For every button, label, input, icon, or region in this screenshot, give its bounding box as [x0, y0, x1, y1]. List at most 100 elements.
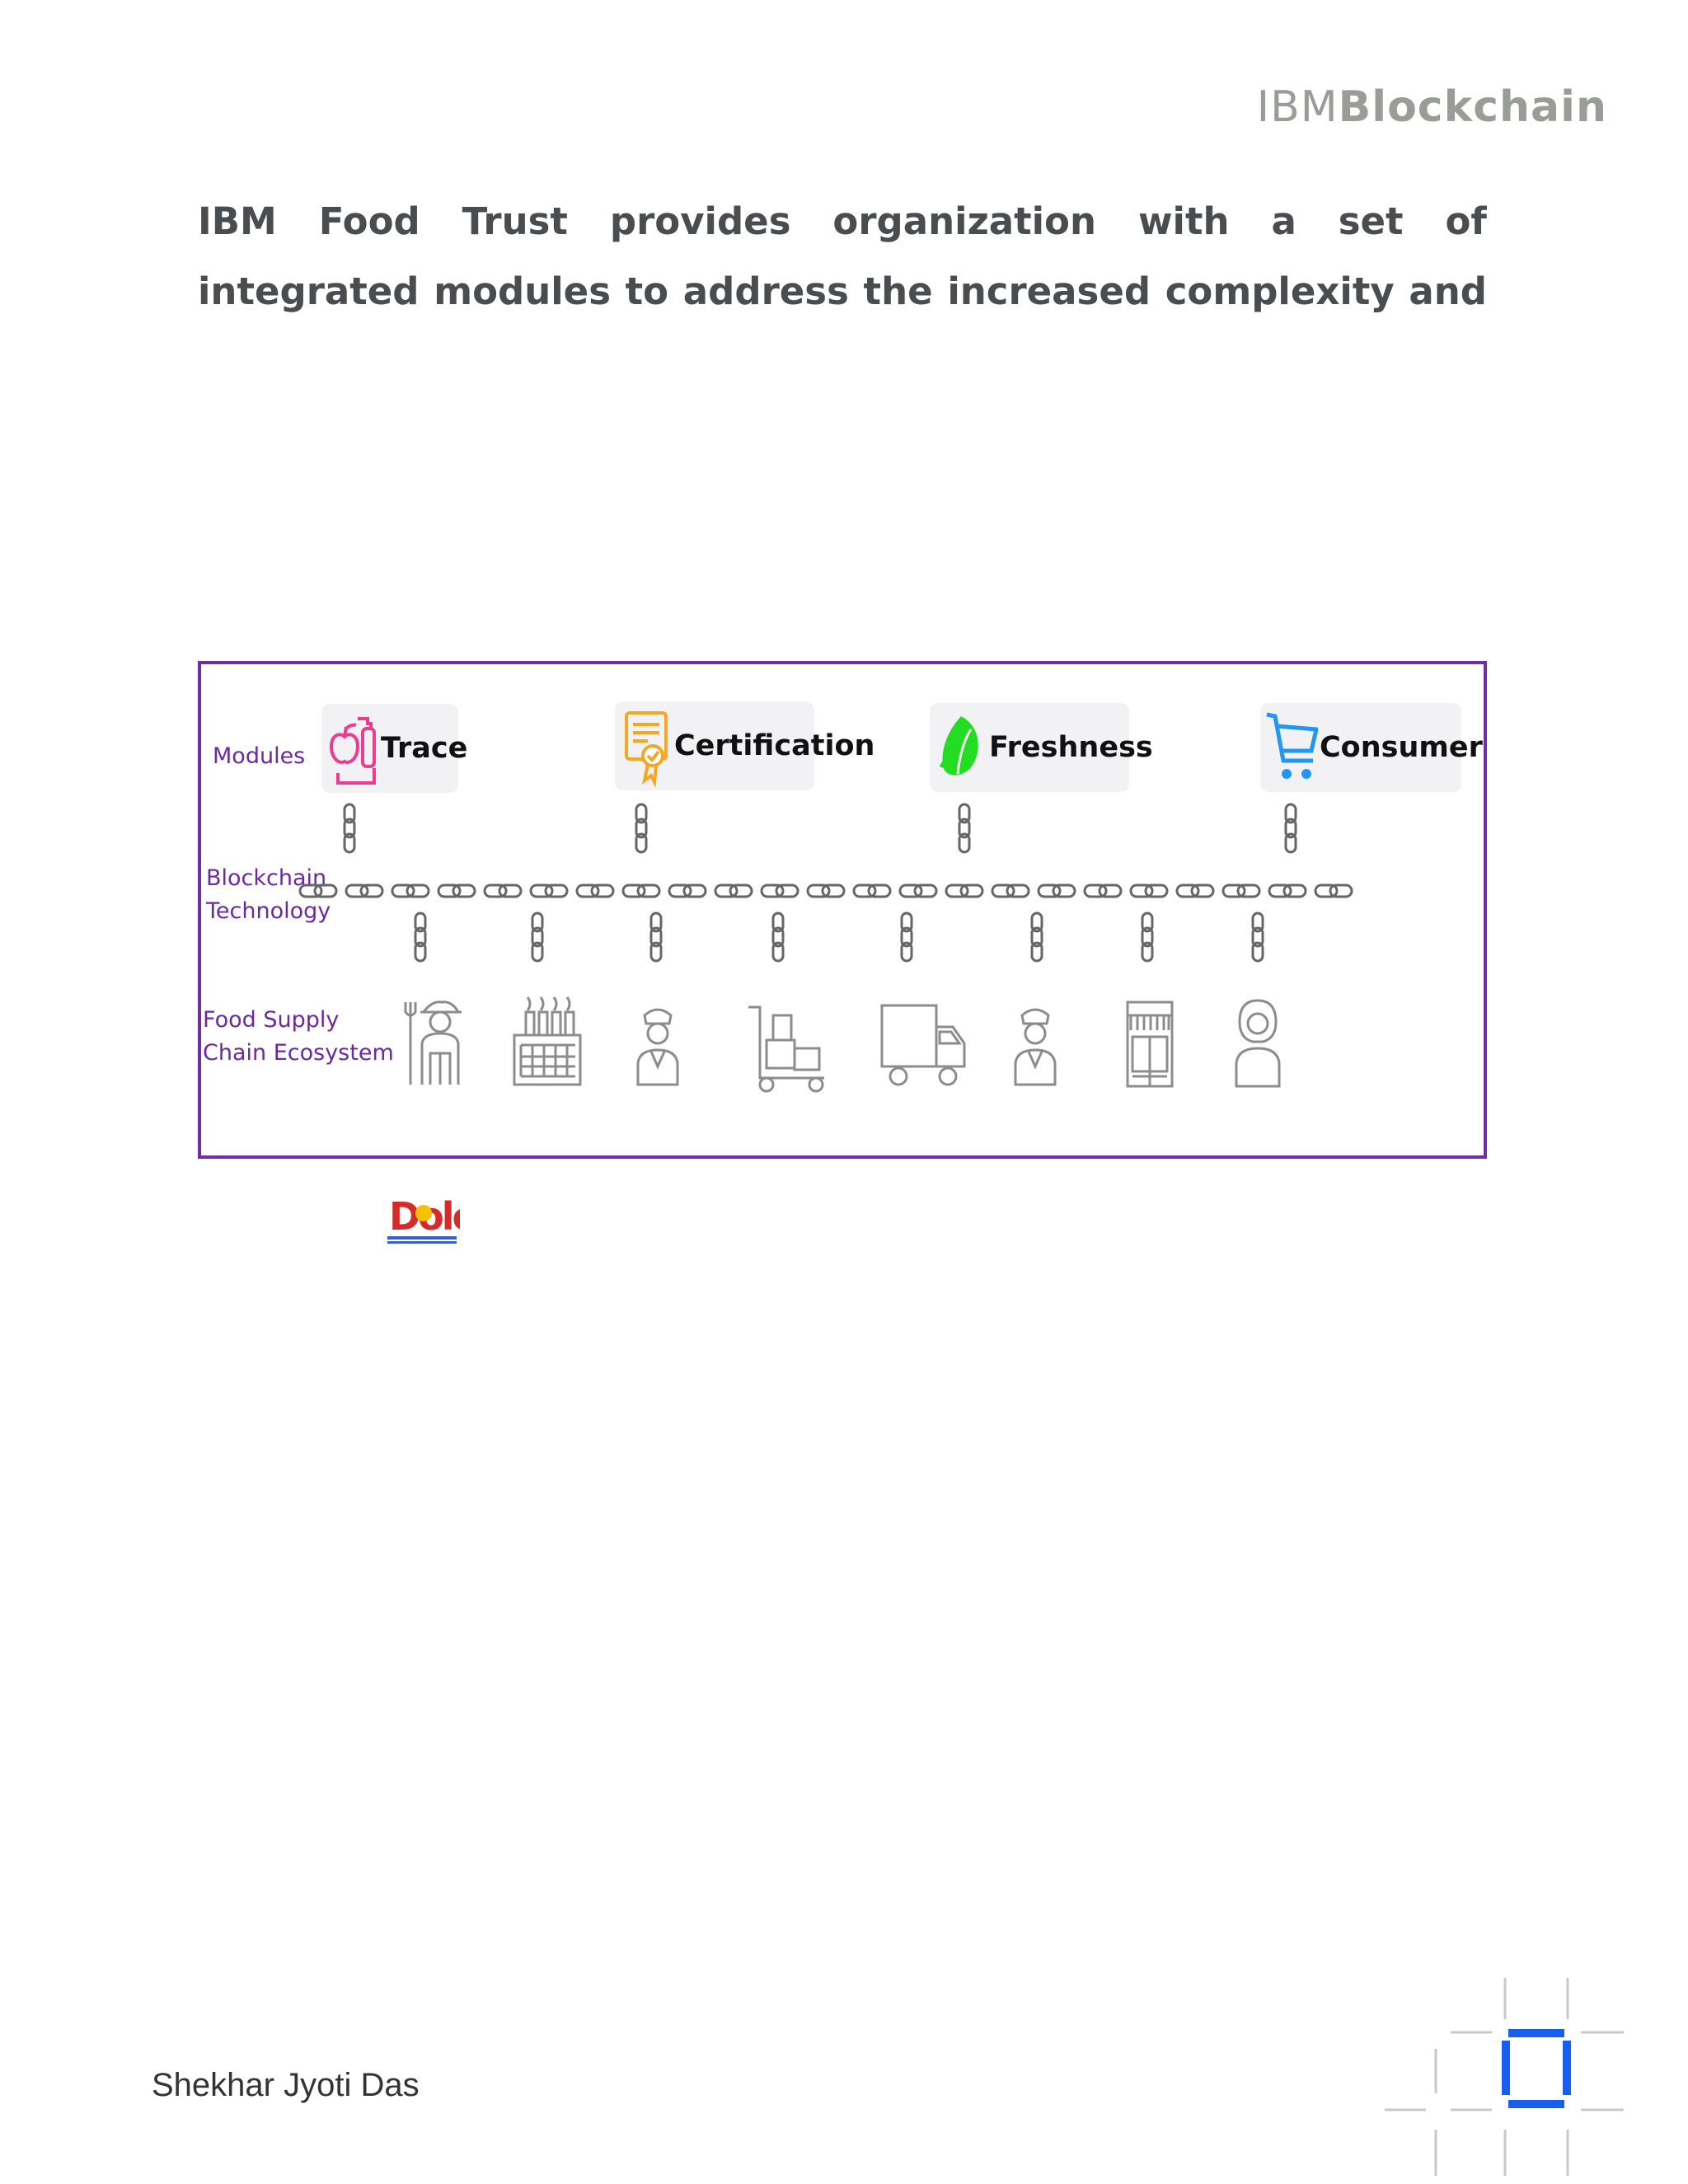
chain-link	[621, 883, 646, 898]
module-connector-2	[635, 803, 648, 854]
chain-link	[1236, 883, 1261, 898]
chain-link	[359, 883, 384, 898]
blockchain-chain-row	[298, 883, 1353, 898]
chain-link	[771, 941, 785, 963]
farmer-icon	[404, 1001, 462, 1085]
chain-link	[682, 883, 707, 898]
chain-link	[452, 883, 476, 898]
chain-link	[544, 883, 569, 898]
chain-link	[1251, 941, 1264, 963]
chain-link	[649, 941, 663, 963]
chain-link	[414, 912, 427, 933]
chain-link	[1141, 912, 1154, 933]
chain-link	[991, 883, 1015, 898]
chain-link	[529, 883, 554, 898]
chain-link	[1284, 832, 1297, 854]
author-name: Shekhar Jyoti Das	[152, 2067, 420, 2103]
chain-link	[668, 883, 692, 898]
chain-link	[1190, 883, 1215, 898]
blockchain-links	[298, 803, 1353, 963]
factory-icon	[513, 996, 582, 1086]
module-consumer: Consumer	[1260, 703, 1483, 792]
module-trace: Trace	[321, 704, 467, 793]
brand-blockchain: Blockchain	[1338, 82, 1607, 132]
ecosystem-connector-6	[1030, 912, 1043, 963]
module-label-certification: Certification	[674, 729, 875, 762]
chain-link	[771, 912, 785, 933]
ecosystem-connector-1	[414, 912, 427, 963]
ecosystem-connector-5	[900, 912, 913, 963]
chain-link	[635, 803, 648, 824]
blockchain-corner-logo	[1385, 1978, 1624, 2176]
row-label-ecosystem: Food Supply Chain Ecosystem	[203, 1007, 394, 1066]
module-freshness: Freshness	[930, 703, 1153, 792]
chain-link	[313, 883, 338, 898]
shopping-cart-icon	[1266, 712, 1318, 779]
module-connector-1	[343, 803, 356, 854]
chain-link	[1030, 926, 1043, 948]
chain-link	[729, 883, 753, 898]
brand-ibm: IBM	[1256, 82, 1339, 132]
fruit-trace-icon	[329, 717, 376, 785]
delivery-truck-icon	[880, 1004, 966, 1086]
module-connector-3	[958, 803, 971, 854]
chain-link	[437, 883, 462, 898]
chain-link	[391, 883, 415, 898]
chain-link	[498, 883, 523, 898]
dole-logo: Dole	[387, 1194, 460, 1244]
chain-link	[771, 926, 785, 948]
module-label-trace: Trace	[381, 732, 468, 765]
chain-link	[867, 883, 892, 898]
module-certification: Certification	[615, 701, 874, 790]
chain-link	[775, 883, 799, 898]
chain-link	[898, 883, 923, 898]
chain-link	[1175, 883, 1200, 898]
chain-link	[714, 883, 738, 898]
chain-link	[343, 832, 356, 854]
chain-link	[760, 883, 785, 898]
chain-link	[531, 912, 544, 933]
chain-link	[1251, 926, 1264, 948]
chain-link	[483, 883, 508, 898]
chain-link	[531, 941, 544, 963]
chain-link	[298, 883, 323, 898]
page-heading: IBM Food Trust provides organization wit…	[198, 199, 1487, 313]
module-label-consumer: Consumer	[1320, 731, 1483, 764]
chain-link	[1251, 912, 1264, 933]
chain-link	[958, 832, 971, 854]
chain-link	[414, 926, 427, 948]
ecosystem-connector-2	[531, 912, 544, 963]
ecosystem-connector-3	[649, 912, 663, 963]
chain-link	[958, 803, 971, 824]
brand-logo: IBMBlockchain	[1257, 82, 1607, 132]
chain-link	[1037, 883, 1062, 898]
module-label-freshness: Freshness	[989, 731, 1153, 764]
chain-link	[1129, 883, 1154, 898]
chain-link	[1314, 883, 1339, 898]
ecosystem-connector-8	[1251, 912, 1264, 963]
chain-link	[649, 926, 663, 948]
chain-link	[1141, 941, 1154, 963]
chain-link	[900, 941, 913, 963]
row-label-blockchain: Blockchain Technology	[206, 865, 331, 924]
chain-link	[1141, 926, 1154, 948]
chain-link	[821, 883, 846, 898]
chain-link	[345, 883, 369, 898]
chain-link	[1030, 941, 1043, 963]
chain-link	[1268, 883, 1292, 898]
chain-link	[913, 883, 938, 898]
chain-link	[1144, 883, 1169, 898]
store-icon	[1126, 1001, 1174, 1088]
chain-link	[1030, 912, 1043, 933]
chain-link	[636, 883, 661, 898]
ecosystem-icons	[404, 996, 1281, 1093]
chain-link	[958, 818, 971, 839]
chain-link	[1083, 883, 1108, 898]
chain-link	[806, 883, 831, 898]
chain-link	[531, 926, 544, 948]
chain-link	[1282, 883, 1307, 898]
chain-link	[959, 883, 984, 898]
chain-link	[590, 883, 615, 898]
chain-link	[1329, 883, 1353, 898]
chain-link	[1006, 883, 1030, 898]
